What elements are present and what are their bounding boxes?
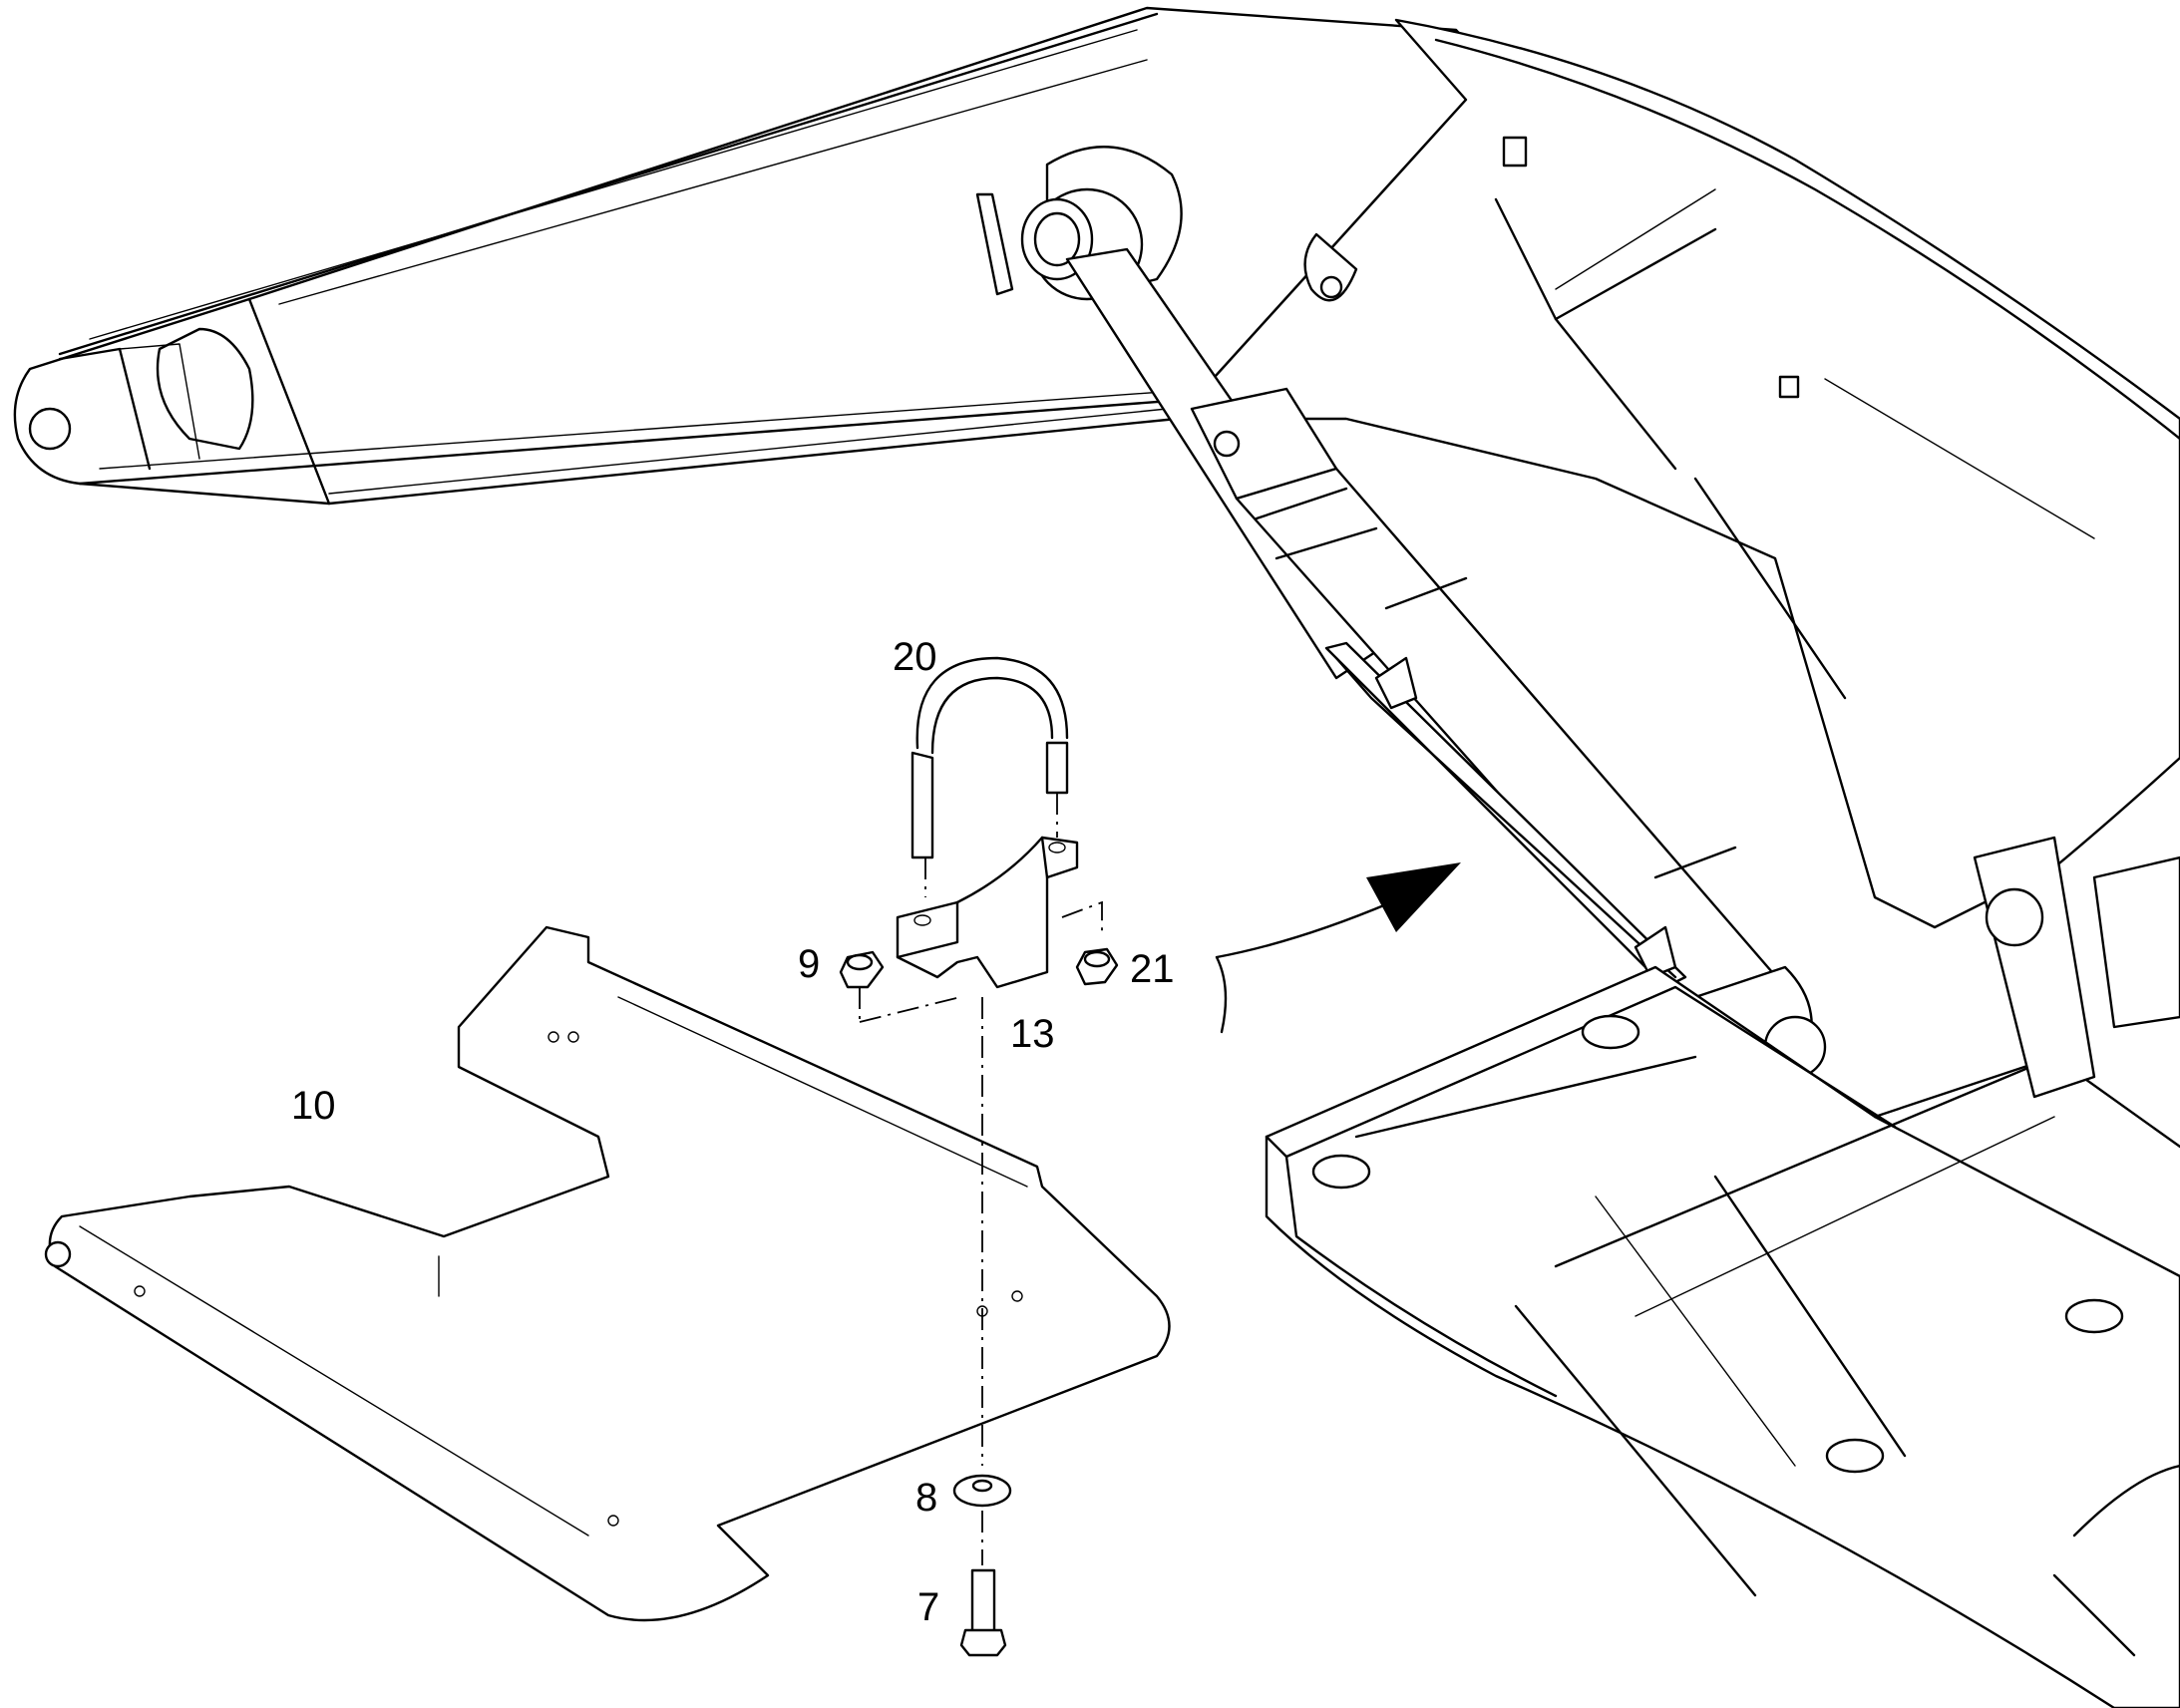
callout-13: 13 bbox=[1010, 1012, 1055, 1056]
bolt-part-7 bbox=[959, 1568, 1007, 1657]
callout-21: 21 bbox=[1130, 947, 1175, 991]
callout-20: 20 bbox=[893, 635, 937, 679]
assembly-lines bbox=[859, 793, 1103, 1565]
callout-10: 10 bbox=[291, 1084, 336, 1128]
nut-part-21 bbox=[1075, 947, 1119, 986]
callout-7: 7 bbox=[917, 1585, 939, 1629]
callout-8: 8 bbox=[915, 1476, 937, 1520]
u-bolt-part-20 bbox=[910, 656, 1069, 859]
clamp-bracket-part-13 bbox=[896, 836, 1079, 989]
callout-labels: 20 9 21 13 10 8 7 bbox=[291, 635, 1175, 1629]
location-arrow bbox=[1215, 862, 1461, 1034]
boom-cylinder bbox=[975, 146, 1827, 1079]
nut-part-9 bbox=[839, 950, 885, 989]
hose-guard bbox=[1324, 641, 1687, 989]
chassis-frame bbox=[1265, 836, 2180, 1708]
callout-9: 9 bbox=[798, 942, 820, 986]
washer-part-8 bbox=[952, 1474, 1012, 1508]
guard-plate-part-10 bbox=[44, 925, 1171, 1622]
upper-frame bbox=[1175, 18, 2180, 929]
